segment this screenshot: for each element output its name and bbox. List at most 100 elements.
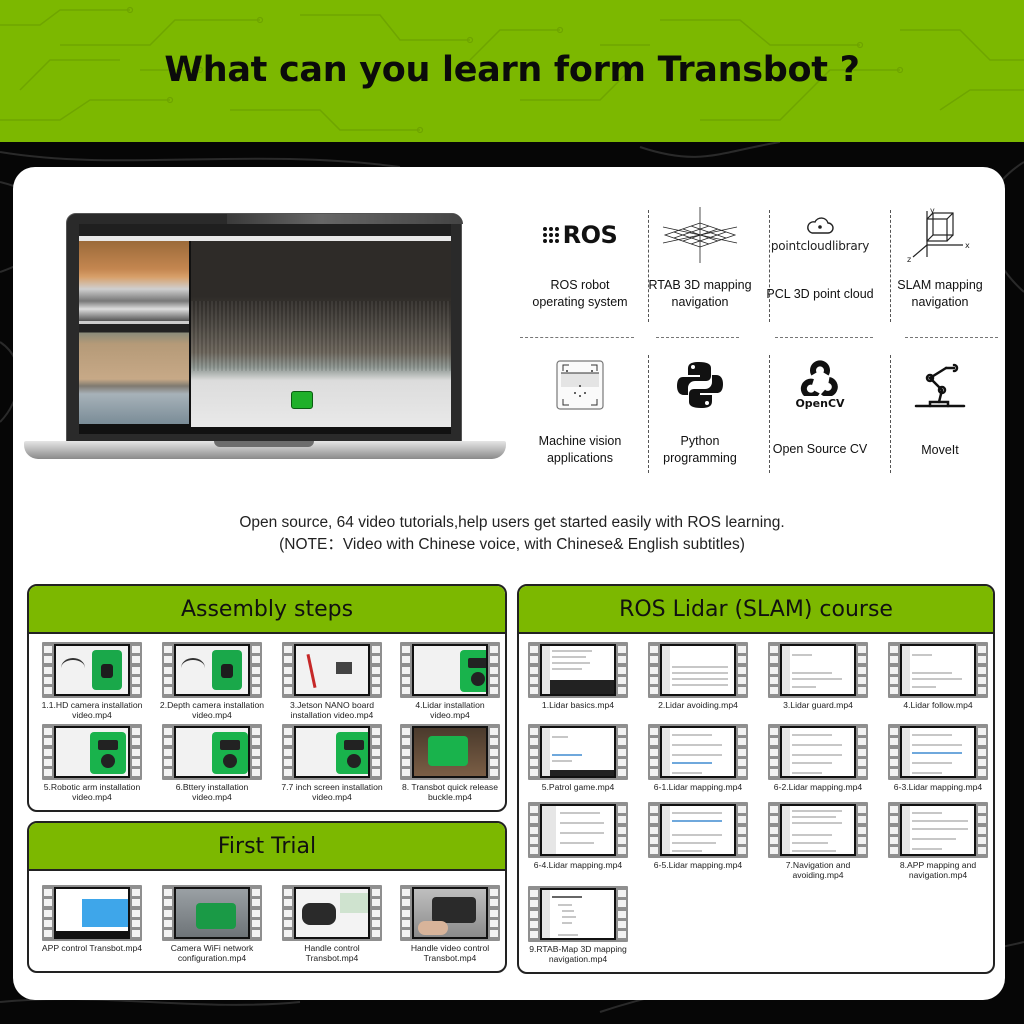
film-holes [618, 806, 626, 854]
video-thumbnail[interactable] [528, 802, 628, 858]
video-thumbnail[interactable] [42, 885, 142, 941]
video-thumbnail[interactable] [888, 724, 988, 780]
intro-line1: Open source, 64 video tutorials,help use… [239, 514, 785, 531]
film-holes [44, 646, 52, 694]
svg-text:y: y [930, 206, 935, 215]
lidar-course-panel: ROS Lidar (SLAM) course 1.Lidar basics.m… [517, 584, 995, 974]
video-caption: APP control Transbot.mp4 [41, 943, 143, 953]
robot-arm-icon [880, 355, 1000, 415]
divider [648, 210, 649, 322]
video-thumbnail[interactable] [768, 724, 868, 780]
feature-label-line1: RTAB 3D mapping [648, 278, 752, 292]
video-item[interactable]: 6-1.Lidar mapping.mp4 [643, 724, 753, 792]
divider [656, 337, 739, 338]
video-item[interactable]: 3.Lidar guard.mp4 [763, 642, 873, 710]
video-thumbnail[interactable] [282, 642, 382, 698]
video-thumbnail[interactable] [400, 724, 500, 780]
film-holes [402, 889, 410, 937]
video-item[interactable]: 2.Lidar avoiding.mp4 [643, 642, 753, 710]
video-thumbnail[interactable] [768, 802, 868, 858]
film-holes [890, 646, 898, 694]
video-item[interactable]: 6-5.Lidar mapping.mp4 [643, 802, 753, 870]
film-holes [132, 889, 140, 937]
video-thumbnail[interactable] [282, 885, 382, 941]
video-thumbnail[interactable] [162, 724, 262, 780]
video-thumbnail[interactable] [648, 642, 748, 698]
video-thumbnail[interactable] [400, 885, 500, 941]
video-thumbnail[interactable] [888, 642, 988, 698]
video-thumbnail[interactable] [888, 802, 988, 858]
cloud-icon [807, 217, 834, 234]
video-thumbnail[interactable] [648, 724, 748, 780]
video-item[interactable]: 6-2.Lidar mapping.mp4 [763, 724, 873, 792]
feature-label-line2: applications [546, 451, 613, 465]
film-holes [650, 728, 658, 776]
film-holes [978, 806, 986, 854]
thumbnail-frame [900, 804, 976, 856]
feature-label-line1: Python [680, 434, 720, 448]
video-thumbnail[interactable] [528, 642, 628, 698]
video-item[interactable]: 4.Lidar follow.mp4 [883, 642, 993, 710]
video-thumbnail[interactable] [768, 642, 868, 698]
film-holes [738, 728, 746, 776]
video-item[interactable]: 6-4.Lidar mapping.mp4 [523, 802, 633, 870]
video-item[interactable]: APP control Transbot.mp4 [37, 885, 147, 953]
laptop-screen [79, 224, 451, 434]
feature-ros: ROS ROS robot operating system [520, 205, 640, 330]
film-holes [530, 806, 538, 854]
film-holes [770, 728, 778, 776]
video-thumbnail[interactable] [282, 724, 382, 780]
thumbnail-frame [900, 726, 976, 778]
laptop-notch [214, 441, 314, 447]
video-thumbnail[interactable] [400, 642, 500, 698]
video-thumbnail[interactable] [528, 724, 628, 780]
thumbnail-frame [540, 644, 616, 696]
video-caption: 6-3.Lidar mapping.mp4 [893, 782, 983, 792]
camera-separator [79, 321, 189, 324]
film-holes [770, 806, 778, 854]
film-holes [372, 646, 380, 694]
video-thumbnail[interactable] [42, 724, 142, 780]
film-holes [372, 728, 380, 776]
video-item[interactable]: 5.Patrol game.mp4 [523, 724, 633, 792]
video-item[interactable]: 1.Lidar basics.mp4 [523, 642, 633, 710]
divider [905, 337, 998, 338]
video-caption: 4.Lidar follow.mp4 [903, 700, 973, 710]
feature-label: PCL 3D point cloud [760, 286, 880, 303]
film-holes [738, 806, 746, 854]
3d-grid-axes-icon [640, 205, 760, 265]
video-thumbnail[interactable] [648, 802, 748, 858]
video-item[interactable]: 6-3.Lidar mapping.mp4 [883, 724, 993, 792]
film-holes [44, 728, 52, 776]
video-thumbnail[interactable] [162, 642, 262, 698]
thumbnail-frame [174, 887, 250, 939]
video-thumbnail[interactable] [528, 886, 628, 942]
video-thumbnail[interactable] [162, 885, 262, 941]
laptop-lid [66, 213, 463, 443]
film-holes [284, 889, 292, 937]
film-holes [132, 728, 140, 776]
thumbnail-frame [174, 644, 250, 696]
svg-text:z: z [907, 255, 911, 264]
thumbnail-frame [540, 804, 616, 856]
video-thumbnail[interactable] [42, 642, 142, 698]
feature-label-line1: SLAM mapping [897, 278, 983, 292]
film-holes [164, 728, 172, 776]
cube-axes-icon: y x z [880, 205, 1000, 265]
